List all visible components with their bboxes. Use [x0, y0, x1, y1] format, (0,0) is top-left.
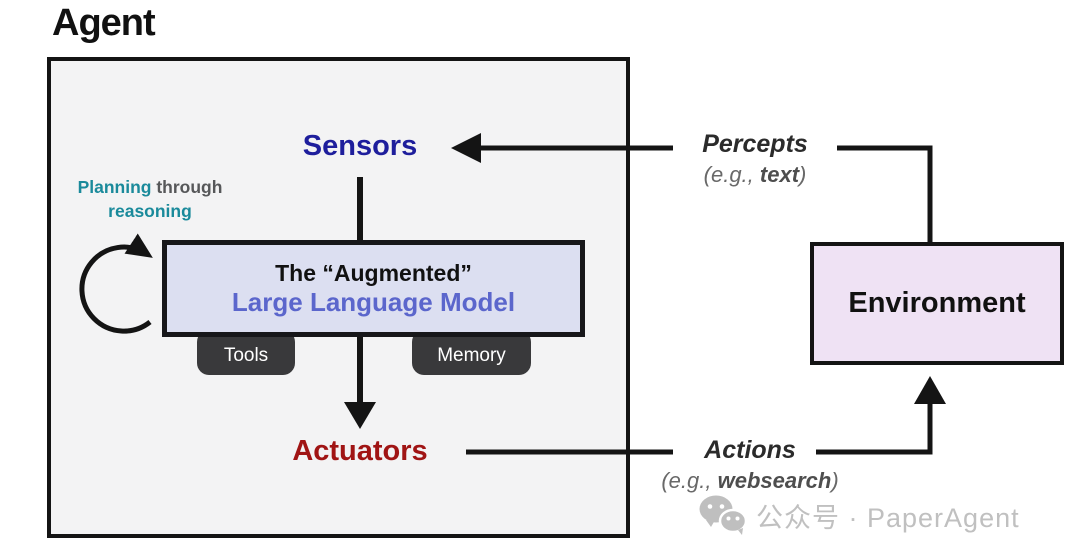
percepts-example-suffix: ) — [799, 161, 807, 187]
sensors-label: Sensors — [302, 130, 418, 162]
reasoning-word: reasoning — [108, 200, 192, 221]
actuators-label: Actuators — [292, 435, 428, 467]
watermark-text: 公众号 · PaperAgent — [756, 502, 1020, 533]
actions-example-bold: websearch — [717, 467, 832, 493]
memory-tab-label: Memory — [437, 345, 506, 366]
planning-label: Planning through reasoning — [55, 176, 245, 223]
planning-line1: Planning through — [55, 176, 245, 200]
augmented-llm-box: The “Augmented” Large Language Model — [162, 240, 585, 337]
percepts-label: Percepts — [702, 130, 808, 158]
through-word: through — [156, 177, 223, 197]
watermark: 公众号 · PaperAgent — [698, 494, 1020, 536]
percepts-example-prefix: (e.g., — [703, 161, 760, 187]
tools-tab-label: Tools — [223, 345, 269, 366]
actions-example-prefix: (e.g., — [661, 467, 718, 493]
llm-title-line1: The “Augmented” — [275, 259, 472, 286]
percepts-example-bold: text — [759, 161, 800, 187]
actions-arrowhead — [914, 376, 946, 404]
tools-tab: Tools — [197, 330, 295, 375]
llm-title-line2: Large Language Model — [231, 286, 516, 317]
actions-label: Actions — [704, 436, 796, 464]
planning-word: Planning — [77, 177, 152, 197]
wechat-icon — [699, 495, 748, 535]
actions-example-suffix: ) — [831, 467, 839, 493]
percepts-example: (e.g., text) — [675, 162, 835, 188]
environment-label: Environment — [848, 287, 1026, 319]
actions-example: (e.g., websearch) — [630, 468, 870, 494]
percepts-annotation: Percepts (e.g., text) — [675, 130, 835, 188]
actions-annotation: Actions (e.g., websearch) — [630, 436, 870, 494]
percepts-arrow-right-segment — [837, 145, 933, 244]
memory-tab: Memory — [412, 330, 531, 375]
agent-title: Agent — [52, 2, 156, 44]
environment-box: Environment — [810, 242, 1064, 365]
